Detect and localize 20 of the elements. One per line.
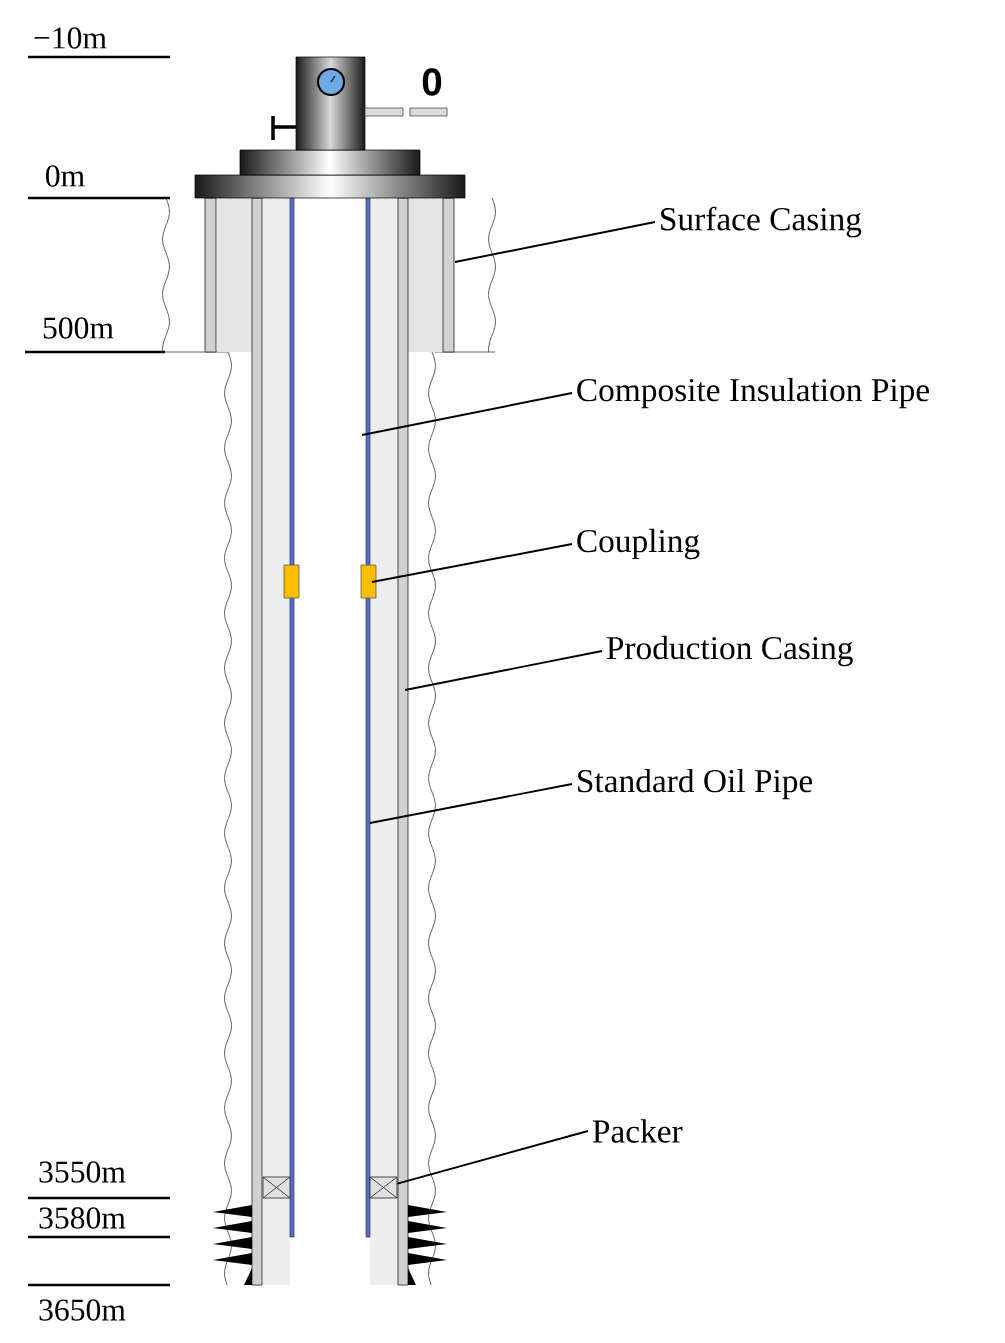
leader-line [369, 783, 573, 824]
depth-label: 3550m [39, 1161, 126, 1183]
depth-label: 3580m [39, 1207, 126, 1229]
callout-label: Surface Casing [661, 206, 862, 238]
leader-line [396, 1130, 589, 1185]
leader-line [361, 392, 573, 436]
depth-label: 500m [43, 317, 114, 339]
callout-label: Composite Insulation Pipe [577, 377, 930, 409]
depth-label: 0m [46, 165, 85, 187]
leader-line [454, 221, 656, 263]
depth-label: 3650m [39, 1299, 126, 1321]
depth-label: −10m [34, 27, 107, 49]
leader-line [371, 543, 573, 583]
callout-label: Packer [592, 1119, 683, 1143]
callout-label: Coupling [577, 528, 700, 560]
callout-label: Production Casing [606, 635, 853, 667]
packer-symbol [369, 1176, 398, 1199]
outlet-label: 0 [422, 68, 442, 96]
leader-line [404, 650, 603, 691]
callout-label: Standard Oil Pipe [578, 768, 813, 800]
